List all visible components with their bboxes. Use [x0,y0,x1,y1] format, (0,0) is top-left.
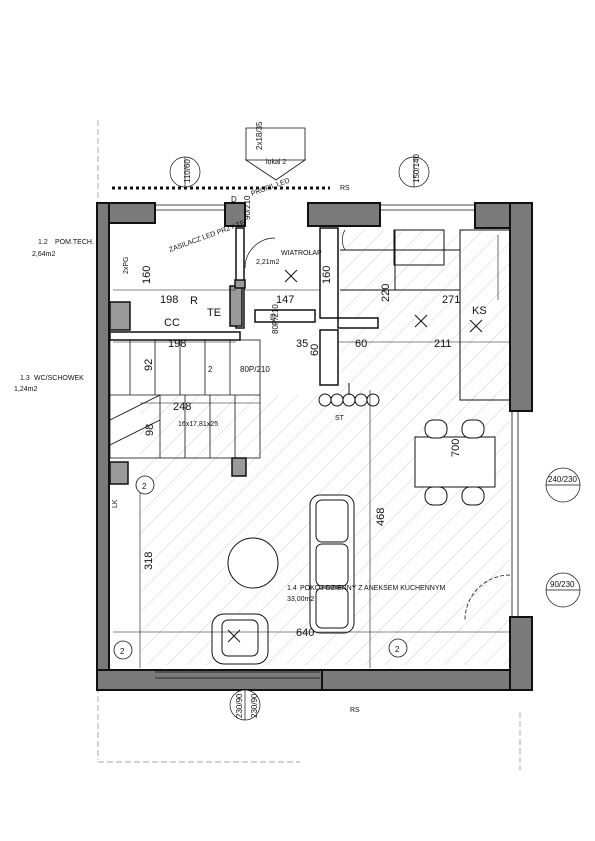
dim-211: 211 [434,338,452,350]
coffee-table [227,537,279,589]
stairs-label: 16x17,81x25 [178,421,218,428]
dim-60-a: 60 [309,344,321,356]
dim-90-230: 90/230 [550,580,575,589]
terrace-door-swing [464,574,511,621]
vestibule-area: 2,21m2 [256,259,279,266]
dim-198-b: 198 [168,338,186,350]
rotation-markers [113,475,408,660]
rotation-marker-labels: 2 2 2 2 D D [120,195,400,656]
kitchen-floor [340,230,510,400]
windbreak-label: WIATROŁAP [281,250,322,257]
dim-150-140: 150/140 [412,154,421,183]
gas-label: 2xPG [123,256,130,274]
sofa [309,494,355,634]
rotation-label-1: 2 [142,482,147,491]
dim-271: 271 [442,294,460,306]
interior-walls [109,227,379,485]
dim-640: 640 [296,627,314,639]
rotation-label-2: 2 [120,647,125,656]
rotation-label-3: 2 [395,645,400,654]
rs-bottom-label: RS [350,707,360,714]
armchair [211,613,269,665]
feeder-note: ZASILACZ LED PRZY TE [168,220,246,254]
dim-220: 220 [380,284,392,302]
rs-top-label: RS [340,185,350,192]
room-1-4-area: 33,00m2 [287,596,314,603]
staircase [109,339,261,459]
dim-230-90: 230/90 [235,693,244,718]
dim-230-90-b: 230/90 [250,693,259,718]
dimension-lines [113,235,510,668]
dim-468: 468 [375,508,387,526]
room-1-4-number: 1.4 [287,585,297,592]
dim-160-b: 160 [321,266,333,284]
dim-248: 248 [173,401,191,413]
cc-label: CC [164,317,180,329]
room-1-3-number: 1.3 [20,375,30,382]
door-d-label: D [270,313,276,322]
kitchen-counters [340,229,511,401]
r-label: R [190,295,198,307]
dim-80p-210: 80P/210 [271,304,280,334]
rotation-label-4: 2 [208,365,213,374]
dim-80p-210-b: 80P/210 [240,365,270,374]
pendant-lamp [318,383,380,407]
dim-318: 318 [143,552,155,570]
dim-147: 147 [276,294,294,306]
dining-table [414,419,496,506]
dim-60-b: 60 [355,338,367,350]
door-d-label-top: D [231,195,237,204]
dim-90-210: 90/210 [243,195,252,220]
dim-110-60: 110/60 [183,159,192,183]
opening-labels-circles [169,156,581,721]
room-1-3-area: 1,24m2 [14,386,37,393]
dim-92: 92 [143,359,155,371]
lk-label: LK [112,499,119,508]
ks-label: KS [472,305,487,317]
dim-240-230: 240/230 [548,475,577,484]
te-label: TE [207,307,221,319]
dim-700: 700 [450,439,462,457]
door-swings [244,229,346,269]
dimension-labels: 2x18/35 110/60 150/140 90/210 80P/210 80… [141,121,577,718]
dim-198-a: 198 [160,294,178,306]
dim-98: 98 [144,424,156,436]
dim-160-a: 160 [141,266,153,284]
room-1-2-area: 2,64m2 [32,251,55,258]
room-1-2-number: 1.2 [38,239,48,246]
room-labels: 1.2 POM.TECH. 2,64m2 1.3 WC/SCHOWEK 1,24… [14,239,446,603]
local-label: lokal 2 [266,159,286,166]
light-points [227,269,483,643]
room-1-4-name: POKÓJ DZIENNY Z ANEKSEM KUCHENNYM [300,583,446,592]
entrance-frame [244,127,307,181]
windows [155,204,519,679]
room-1-3-name: WC/SCHOWEK [34,375,84,382]
exterior-walls [96,202,533,691]
room-1-2-name: POM.TECH. [55,239,94,246]
dim-top-frame: 2x18/35 [255,121,264,150]
dim-35: 35 [296,338,308,350]
st-label: ST [335,415,345,422]
